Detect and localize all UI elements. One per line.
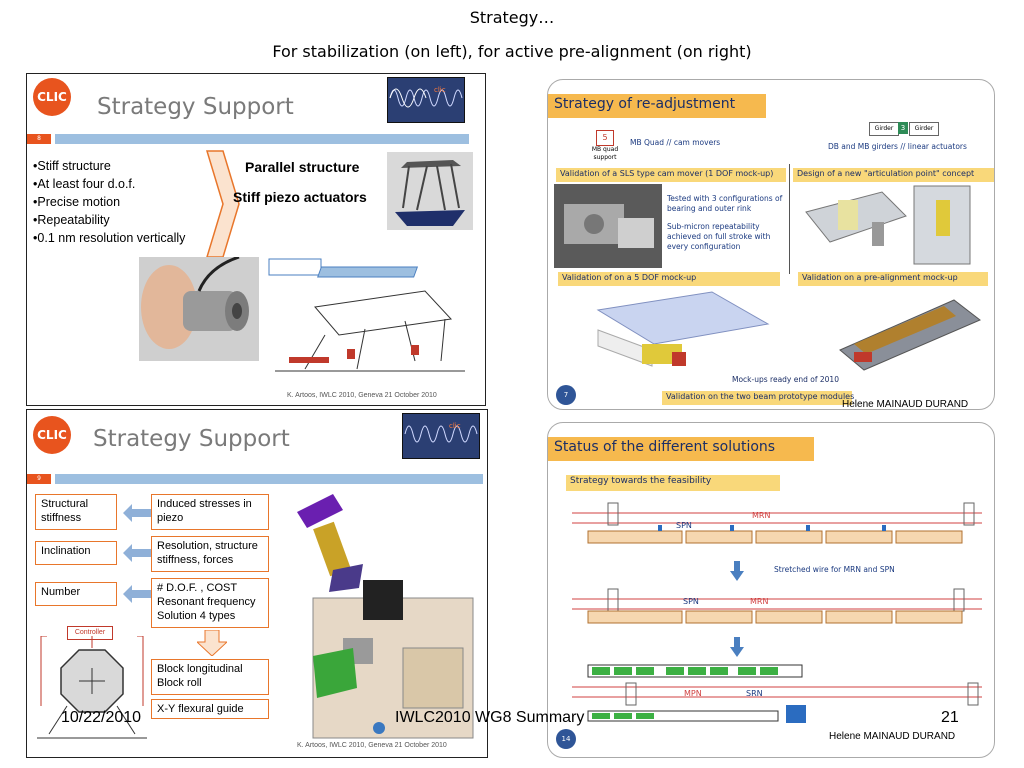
footer-event: IWLC2010 WG8 Summary [395, 709, 585, 726]
credit-text: K. Artoos, IWLC 2010, Geneva 21 October … [287, 392, 437, 399]
prealignment-mockup-image [839, 299, 981, 371]
alignment-diagram-1 [572, 502, 982, 544]
clic-logo: CLIC [33, 78, 71, 116]
wave-icon: clic [404, 422, 478, 443]
controller-label: Controller [67, 626, 113, 640]
slide-title: Strategy Support [97, 94, 294, 120]
slide-stabilization-1: CLIC Strategy Support clic 8 Stiff struc… [26, 73, 486, 406]
clic-logo: CLIC [33, 416, 71, 454]
slide-page-number: 7 [556, 385, 576, 405]
tag-validation-beam: Validation on the two beam prototype mod… [662, 391, 854, 405]
stiff-piezo-text: Stiff piezo actuators [233, 189, 367, 205]
structural-stiffness-box: Structural stiffness [35, 494, 117, 530]
slide-heading: Status of the different solutions [548, 437, 814, 461]
wave-icon: clic [389, 86, 463, 108]
double-arrow-icon [123, 585, 161, 603]
repeatability-text: Sub-micron repeatability achieved on ful… [667, 222, 771, 251]
requirements-list: Stiff structure At least four d.o.f. Pre… [33, 157, 185, 247]
parallel-structure-text: Parallel structure [245, 159, 360, 175]
down-arrow-icon [730, 561, 744, 581]
double-arrow-icon [123, 544, 161, 562]
slide-page-number: 14 [556, 729, 576, 749]
srn-label: SRN [746, 689, 763, 698]
title-underline [55, 134, 469, 144]
svg-text:clic: clic [434, 86, 446, 94]
down-arrow-icon [197, 630, 227, 656]
slide-heading: Strategy of re-adjustment [548, 94, 766, 118]
girder-number-box: 3 [898, 122, 908, 134]
block-longitudinal-box: Block longitudinal Block roll [151, 659, 269, 695]
mb-quad-text: MB Quad // cam movers [630, 138, 721, 147]
footer-page-number: 21 [941, 709, 959, 726]
mb-quad-support-label: MB quad support [591, 146, 619, 161]
number-box: Number [35, 582, 117, 606]
octagon-actuator-diagram [37, 636, 147, 739]
cad-assembly-image [297, 494, 474, 739]
title-underline [55, 474, 483, 484]
list-item: Repeatability [33, 211, 185, 229]
mockups-ready-text: Mock-ups ready end of 2010 [732, 375, 839, 384]
mpn-label: MPN [684, 689, 702, 698]
slide-prealignment-2: Status of the different solutions Strate… [547, 422, 995, 758]
author-name: Helene MAINAUD DURAND [829, 731, 956, 742]
tag-validation-5dof: Validation of on a 5 DOF mock-up [558, 272, 780, 286]
column-divider [789, 164, 790, 274]
page-title: Strategy… [469, 8, 555, 27]
list-item: 0.1 nm resolution vertically [33, 229, 185, 247]
slide-number: 9 [27, 474, 51, 484]
double-arrow-icon [123, 504, 161, 522]
mrn-label: MRN [752, 511, 771, 520]
list-item: At least four d.o.f. [33, 175, 185, 193]
five-dof-mockup-image [596, 291, 770, 367]
down-arrow-icon [730, 637, 744, 657]
list-item: Precise motion [33, 193, 185, 211]
hexapod-image [387, 152, 473, 230]
svg-text:clic: clic [449, 422, 461, 430]
author-name: Helene MAINAUD DURAND [842, 399, 969, 410]
list-item: Stiff structure [33, 157, 185, 175]
dof-cost-box: # D.O.F. , COST Resonant frequency Solut… [151, 578, 269, 628]
cam-mover-photo [554, 184, 662, 268]
alignment-diagram-2 [572, 588, 982, 624]
piezo-actuator-photo [139, 257, 259, 361]
tag-validation-sls: Validation of a SLS type cam mover (1 DO… [556, 168, 786, 182]
articulation-cad-image-1 [805, 191, 907, 246]
slide-title: Strategy Support [93, 426, 290, 452]
alignment-diagram-3 [572, 664, 982, 723]
spn-label: SPN [676, 521, 692, 530]
xy-flexural-guide-box: X-Y flexural guide [151, 699, 269, 719]
support-schematic-diagram [268, 258, 465, 372]
slide-subheading: Strategy towards the feasibility [566, 475, 780, 491]
tag-design-articulation: Design of a new "articulation point" con… [793, 168, 994, 182]
inclination-box: Inclination [35, 541, 117, 565]
stretched-wire-text: Stretched wire for MRN and SPN [774, 565, 895, 574]
mb-quad-number-box: 5 [596, 130, 614, 146]
nano-stabilization-logo: clic [387, 77, 465, 123]
page-subtitle: For stabilization (on left), for active … [272, 42, 752, 61]
spn-label: SPN [683, 597, 699, 606]
tag-validation-prealign: Validation on a pre-alignment mock-up [798, 272, 988, 286]
induced-stresses-box: Induced stresses in piezo [151, 494, 269, 530]
slide-stabilization-2: CLIC Strategy Support clic 9 Structural … [26, 409, 488, 758]
slide-number: 8 [27, 134, 51, 144]
footer-date: 10/22/2010 [61, 709, 142, 726]
credit-text: K. Artoos, IWLC 2010, Geneva 21 October … [297, 742, 447, 749]
girder-left-box: Girder [869, 122, 899, 136]
articulation-cad-image-2 [913, 185, 971, 265]
resolution-box: Resolution, structure stiffness, forces [151, 536, 269, 572]
mrn-label: MRN [750, 597, 769, 606]
tested-configurations-text: Tested with 3 configurations of bearing … [667, 194, 783, 213]
nano-stabilization-logo: clic [402, 413, 480, 459]
slide-prealignment-1: Strategy of re-adjustment 5 MB quad supp… [547, 79, 995, 410]
girder-right-box: Girder [909, 122, 939, 136]
db-mb-girders-text: DB and MB girders // linear actuators [828, 142, 967, 151]
